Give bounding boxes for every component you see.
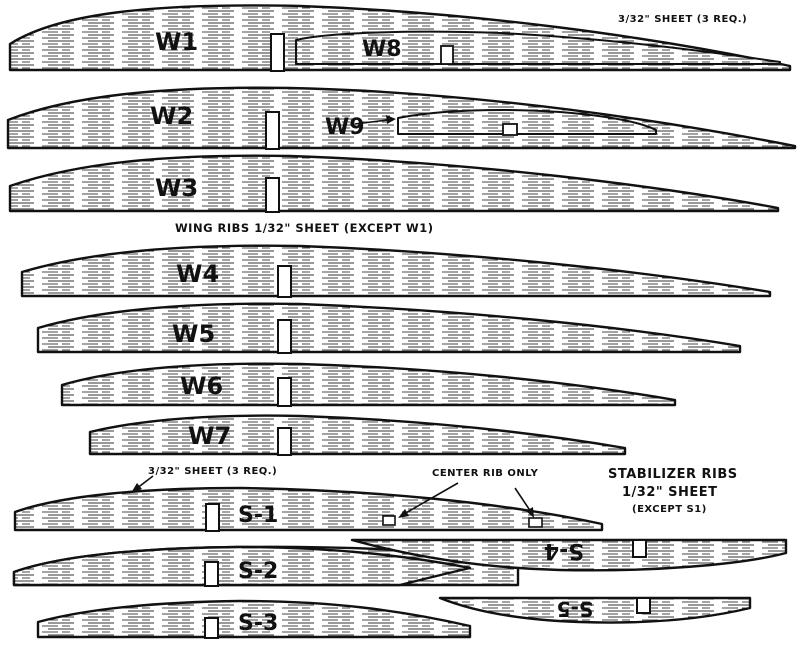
s1-center-notch-a: [382, 515, 396, 526]
label-s4: S-4: [544, 538, 584, 563]
label-w3: W3: [155, 174, 198, 202]
rib-w6: [60, 362, 677, 407]
label-s5: S-5: [557, 597, 594, 621]
stabilizer-title-1: STABILIZER RIBS: [608, 467, 738, 482]
label-w4: W4: [176, 260, 219, 288]
rib-w8: [295, 30, 781, 65]
s1-sheet-arrowhead: [131, 483, 142, 493]
label-w8: W8: [362, 37, 402, 62]
rib-w9: [397, 109, 657, 136]
center-rib-arrow-a: [403, 482, 459, 515]
rib-w4: [20, 244, 772, 298]
label-w5: W5: [172, 320, 215, 348]
stabilizer-title-3: (EXCEPT S1): [632, 504, 707, 515]
rib-w5: [36, 302, 742, 354]
label-w6: W6: [180, 372, 223, 400]
stabilizer-title-2: 1/32" SHEET: [622, 485, 718, 500]
note-center-rib: CENTER RIB ONLY: [432, 468, 539, 479]
center-rib-arrowhead-b: [526, 507, 534, 518]
note-w1-sheet: 3/32" SHEET (3 REQ.): [618, 14, 747, 25]
center-rib-arrowhead-a: [398, 509, 409, 518]
label-w7: W7: [188, 422, 231, 450]
rib-s5: [438, 596, 752, 624]
rib-s4: [350, 538, 788, 572]
rib-w3: [8, 154, 780, 213]
label-s1: S-1: [238, 503, 278, 528]
label-s2: S-2: [238, 559, 278, 584]
label-w9: W9: [325, 115, 365, 140]
label-w1: W1: [155, 28, 198, 56]
label-w2: W2: [150, 102, 193, 130]
rib-s3: [36, 599, 472, 639]
rib-s1: [13, 486, 604, 532]
s1-center-notch-b: [528, 517, 543, 528]
rib-s2: [12, 545, 520, 587]
w9-pointer-arrow: [354, 119, 389, 125]
note-wing-ribs: WING RIBS 1/32" SHEET (EXCEPT W1): [175, 221, 433, 235]
rib-w7: [88, 414, 627, 456]
label-s3: S-3: [238, 611, 278, 636]
note-s1-sheet: 3/32" SHEET (3 REQ.): [148, 466, 277, 477]
w9-pointer-arrowhead: [386, 115, 396, 124]
center-rib-arrow-b: [514, 487, 532, 513]
